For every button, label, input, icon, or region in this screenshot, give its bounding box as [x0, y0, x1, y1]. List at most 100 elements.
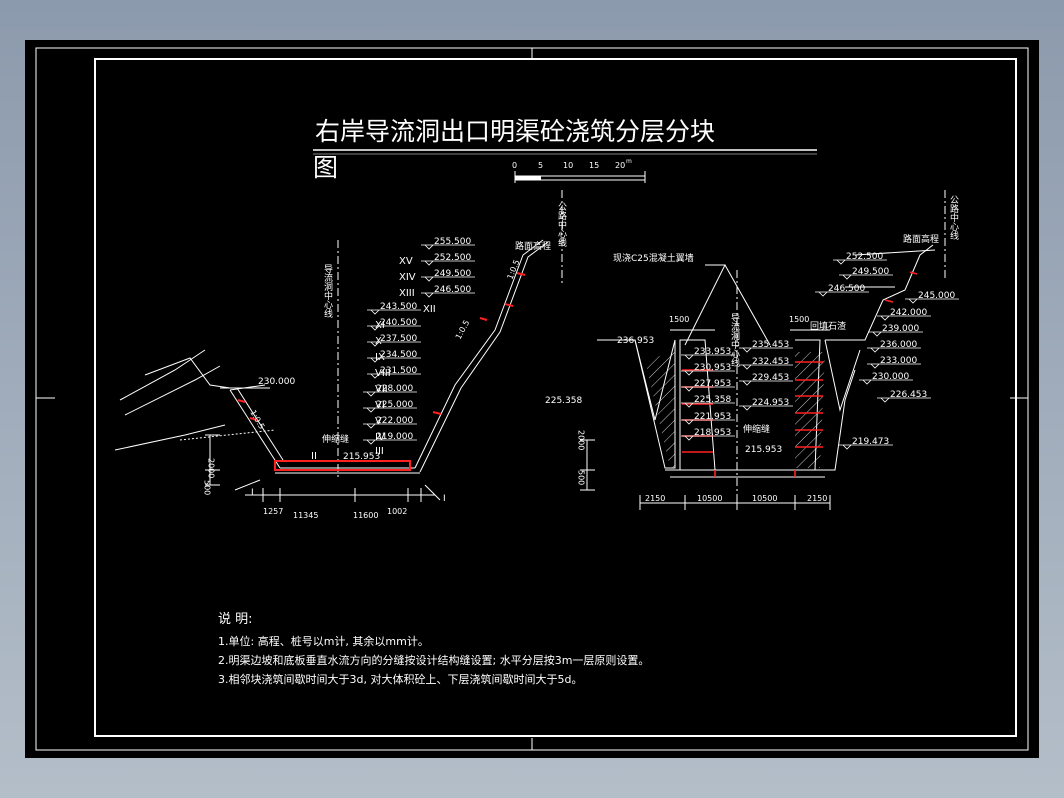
left-wall-hatch [645, 352, 675, 468]
scale-tick-label: 20 [615, 161, 625, 170]
wall-label: 现浇C25混凝土翼墙 [613, 252, 694, 264]
dim-vertical: 500 [577, 470, 586, 485]
notes-heading: 说 明: [218, 612, 253, 627]
elevation-marker [867, 347, 921, 353]
inner-elevation-label: 221.953 [694, 412, 731, 422]
left-elevation-label: 228.000 [376, 384, 413, 394]
left-elevation-label: 234.500 [380, 350, 417, 360]
inner-elevation-label: 218.953 [694, 428, 731, 438]
slope-label: 1:0.5 [248, 409, 266, 431]
outer-elevation-label: 245.000 [918, 291, 955, 301]
elevation-marker [739, 347, 793, 353]
elevation-marker [815, 291, 869, 297]
elevation-marker [363, 423, 417, 429]
layer-numeral: XIV [399, 272, 416, 283]
dim-vertical: 2000 [577, 430, 586, 450]
inner-elevation-label: 225.358 [694, 395, 731, 405]
dim-horizontal: 11345 [293, 511, 318, 520]
elevation-marker [421, 244, 475, 250]
right-wall-hatch [795, 352, 825, 468]
inner-elevation-label: 233.953 [694, 347, 731, 357]
inner-elevation-label: 230.953 [694, 363, 731, 373]
outer-elevation-label: 236.000 [880, 340, 917, 350]
drawing-title-line2: 图 [313, 153, 338, 182]
joint-label: 伸缩缝 [322, 433, 349, 445]
elevation-marker [681, 402, 735, 408]
left-elevation-label: 240.500 [380, 318, 417, 328]
elevation-marker [363, 439, 417, 445]
bottom-elevation: 215.953 [343, 452, 380, 462]
elevation-marker [681, 354, 735, 360]
right-cross-section[interactable] [580, 190, 946, 510]
elevation-marker [859, 379, 913, 385]
left-elevation-label: 237.500 [380, 334, 417, 344]
elevation-marker [833, 259, 887, 265]
left-cross-section[interactable] [114, 190, 563, 502]
layer-numeral: III [375, 446, 384, 457]
layer-numeral: XIII [399, 288, 415, 299]
elevation-marker [363, 407, 417, 413]
dim-horizontal: 10500 [752, 494, 777, 503]
elevation-marker [363, 391, 417, 397]
outer-elevation-label: 219.473 [852, 437, 889, 447]
elevation-marker [367, 373, 421, 379]
right-elevation-labels: 233.953230.953227.953225.358221.953218.9… [681, 252, 959, 450]
notes-block: 说 明: 1.单位: 高程、桩号以m计, 其余以mm计。 2.明渠边坡和底板垂直… [218, 612, 649, 686]
road-level-label: 路面高程 [515, 240, 551, 252]
right-inner-elevation-label: 224.953 [752, 398, 789, 408]
elevation-marker [681, 435, 735, 441]
elevation-marker [869, 331, 923, 337]
elevation-marker [681, 386, 735, 392]
note-item: 3.相邻块浇筑间歇时间大于3d, 对大体积砼上、下层浇筑间歇时间大于5d。 [218, 672, 582, 686]
left-top-elevation: 236.953 [617, 336, 654, 346]
right-texts: 现浇C25混凝土翼墙 路面高程 公路中心线 导流洞中心线 回填石渣 1500 1… [577, 195, 959, 503]
scale-tick-label: 0 [512, 161, 517, 170]
layer-numeral: IV [375, 432, 385, 443]
elevation-marker [367, 325, 421, 331]
elevation-marker [867, 363, 921, 369]
layer-numeral: XI [375, 320, 385, 331]
left-elevation-label: 246.500 [434, 285, 471, 295]
outer-elevation-label: 242.000 [890, 308, 927, 318]
joint-label: 伸缩缝 [743, 423, 770, 435]
right-inner-elevation-label: 235.453 [752, 340, 789, 350]
layer-numeral: XV [399, 256, 413, 267]
outer-elevation-label: 226.453 [890, 390, 927, 400]
left-elevation-label: 219.000 [376, 432, 413, 442]
outer-elevation-label: 249.500 [852, 267, 889, 277]
elevation-marker [421, 276, 475, 282]
layer-numeral: VI [375, 400, 385, 411]
layer-numeral: VII [375, 384, 388, 395]
outer-elevation-label: 239.000 [882, 324, 919, 334]
cad-drawing-canvas[interactable]: 右岸导流洞出口明渠砼浇筑分层分块 图 0 5 10 15 20 m [25, 40, 1039, 758]
road-center-label: 公路中心线 [948, 195, 959, 240]
elevation-marker [367, 341, 421, 347]
scale-tick-label: 10 [563, 161, 573, 170]
elevation-marker [877, 397, 931, 403]
section-mark-right: I [443, 494, 446, 504]
layer-numeral: VIII [375, 368, 391, 379]
drawing-svg: 右岸导流洞出口明渠砼浇筑分层分块 图 0 5 10 15 20 m [35, 47, 1029, 751]
top-dim: 1500 [789, 315, 809, 324]
drawing-title-line1: 右岸导流洞出口明渠砼浇筑分层分块 [315, 117, 715, 146]
elevation-marker [681, 419, 735, 425]
left-elevation-label: 249.500 [434, 269, 471, 279]
bottom-elevation: 215.953 [745, 445, 782, 455]
elevation-marker [367, 357, 421, 363]
dim-horizontal: 10500 [697, 494, 722, 503]
note-item: 2.明渠边坡和底板垂直水流方向的分缝按设计结构缝设置; 水平分层按3m一层原则设… [218, 653, 649, 667]
left-elevation-label: 243.500 [380, 302, 417, 312]
left-elevation-label: 222.000 [376, 416, 413, 426]
left-elevation-label: 252.500 [434, 253, 471, 263]
outer-elevation-label: 246.500 [828, 284, 865, 294]
dim-horizontal: 2150 [807, 494, 827, 503]
elevation-marker [421, 260, 475, 266]
left-top-elevation: 230.000 [258, 377, 295, 387]
outer-elevation-label: 230.000 [872, 372, 909, 382]
elevation-marker [421, 292, 475, 298]
elevation-marker [739, 380, 793, 386]
scale-bar: 0 5 10 15 20 m [512, 158, 646, 183]
layer-numeral: V [375, 416, 382, 427]
scale-unit: m [626, 158, 632, 165]
scale-tick-label: 5 [538, 161, 543, 170]
